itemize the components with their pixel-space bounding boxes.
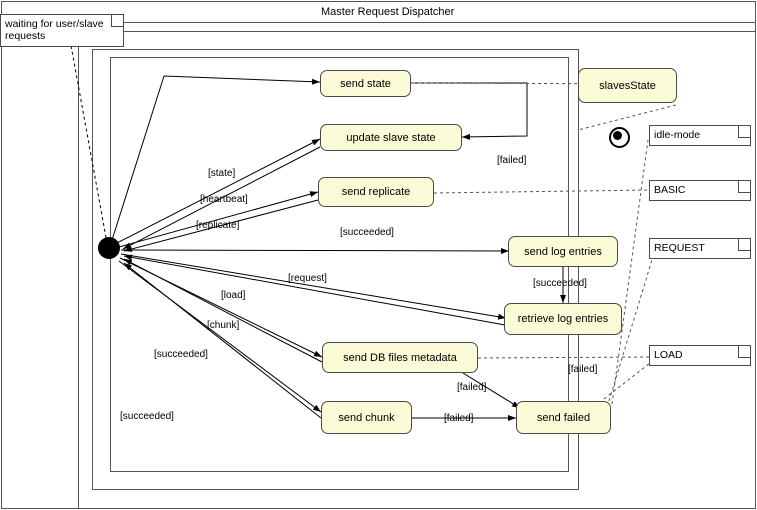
label-failed-chunk: [failed] <box>444 413 474 424</box>
diagram-title: Master Request Dispatcher <box>321 6 455 18</box>
note-fold-icon <box>738 181 750 193</box>
note-fold-icon <box>738 346 750 358</box>
diagram-title-band <box>1 1 756 23</box>
partition-load: LOAD <box>649 345 751 366</box>
label-succeeded-replicate: [succeeded] <box>340 227 394 238</box>
note-fold-icon <box>738 126 750 138</box>
state-send-chunk[interactable]: send chunk <box>321 401 412 434</box>
waiting-note-text: waiting for user/slave requests <box>5 18 104 42</box>
activity-frame-inner <box>92 49 579 490</box>
label-load: [load] <box>221 290 246 301</box>
label-succeeded-metadata: [succeeded] <box>154 349 208 360</box>
activity-frame-outer <box>78 31 756 509</box>
partition-idle-mode-label: idle-mode <box>654 129 701 141</box>
partition-basic-label: BASIC <box>654 184 686 196</box>
label-failed-metadata: [failed] <box>457 382 487 393</box>
partition-request-label: REQUEST <box>654 242 705 254</box>
state-send-log-entries[interactable]: send log entries <box>508 236 618 267</box>
final-node-inner <box>613 131 622 140</box>
state-send-db-files-metadata[interactable]: send DB files metadata <box>322 342 478 373</box>
label-succeeded-log: [succeeded] <box>533 278 587 289</box>
label-heartbeat: [heartbeat] <box>200 194 248 205</box>
partition-idle-mode: idle-mode <box>649 125 751 146</box>
label-request: [request] <box>288 273 327 284</box>
note-fold-icon <box>111 15 123 27</box>
waiting-note: waiting for user/slave requests <box>0 14 124 47</box>
partition-request: REQUEST <box>649 238 751 259</box>
state-update-slave-state[interactable]: update slave state <box>320 124 462 151</box>
state-retrieve-log-entries[interactable]: retrieve log entries <box>504 303 622 335</box>
label-succeeded-chunk: [succeeded] <box>120 411 174 422</box>
partition-load-label: LOAD <box>654 349 683 361</box>
state-send-replicate[interactable]: send replicate <box>318 177 434 207</box>
state-send-failed[interactable]: send failed <box>516 401 611 434</box>
state-send-state[interactable]: send state <box>320 70 411 97</box>
label-state: [state] <box>208 168 236 179</box>
label-chunk: [chunk] <box>207 320 240 331</box>
note-fold-icon <box>738 239 750 251</box>
label-failed-load: [failed] <box>568 364 598 375</box>
label-failed-slaves-state: [failed] <box>497 155 527 166</box>
initial-node <box>98 237 120 259</box>
partition-basic: BASIC <box>649 180 751 201</box>
state-slaves-state[interactable]: slavesState <box>578 68 677 103</box>
label-replicate: [replicate] <box>196 220 240 231</box>
